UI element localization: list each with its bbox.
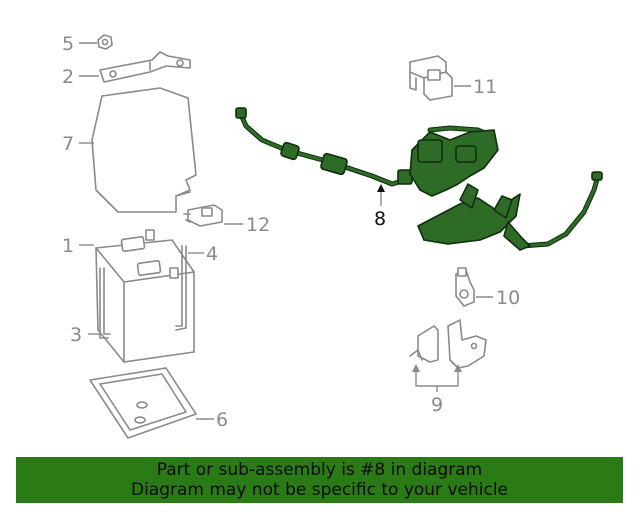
callout-3: 3 — [70, 324, 82, 346]
callout-9: 9 — [431, 394, 443, 416]
part-10-clip[interactable] — [455, 267, 475, 307]
callout-12: 12 — [246, 214, 270, 236]
parts-diagram: 5 2 7 12 1 4 3 — [62, 33, 603, 439]
callout-6: 6 — [216, 409, 228, 431]
leader-9 — [412, 364, 462, 392]
part-7-battery-cover[interactable] — [91, 87, 197, 213]
callout-11: 11 — [473, 76, 497, 98]
banner-line-1: Part or sub-assembly is #8 in diagram — [156, 460, 483, 480]
callout-2: 2 — [62, 66, 74, 88]
callout-7: 7 — [62, 133, 74, 155]
part-3-hold-down-rod[interactable] — [99, 267, 111, 339]
banner-line-2: Diagram may not be specific to your vehi… — [130, 480, 508, 500]
callout-10: 10 — [496, 287, 520, 309]
callout-1: 1 — [62, 235, 74, 257]
part-4-hold-down-rod[interactable] — [175, 245, 187, 331]
arrowhead-8 — [377, 184, 385, 192]
part-9-brackets[interactable] — [409, 319, 487, 369]
part-12-sensor[interactable] — [183, 204, 223, 227]
callout-8: 8 — [374, 208, 386, 230]
callout-4: 4 — [206, 243, 218, 265]
part-5-nut[interactable] — [97, 34, 113, 50]
part-11-fuse-block[interactable] — [409, 55, 453, 101]
part-1-battery[interactable] — [95, 229, 195, 363]
part-6-battery-tray[interactable] — [89, 367, 197, 439]
callout-5: 5 — [62, 33, 74, 55]
part-8-wire-harness[interactable] — [235, 107, 603, 251]
info-banner: Part or sub-assembly is #8 in diagram Di… — [16, 457, 623, 503]
part-2-hold-down-bracket[interactable] — [99, 51, 191, 83]
